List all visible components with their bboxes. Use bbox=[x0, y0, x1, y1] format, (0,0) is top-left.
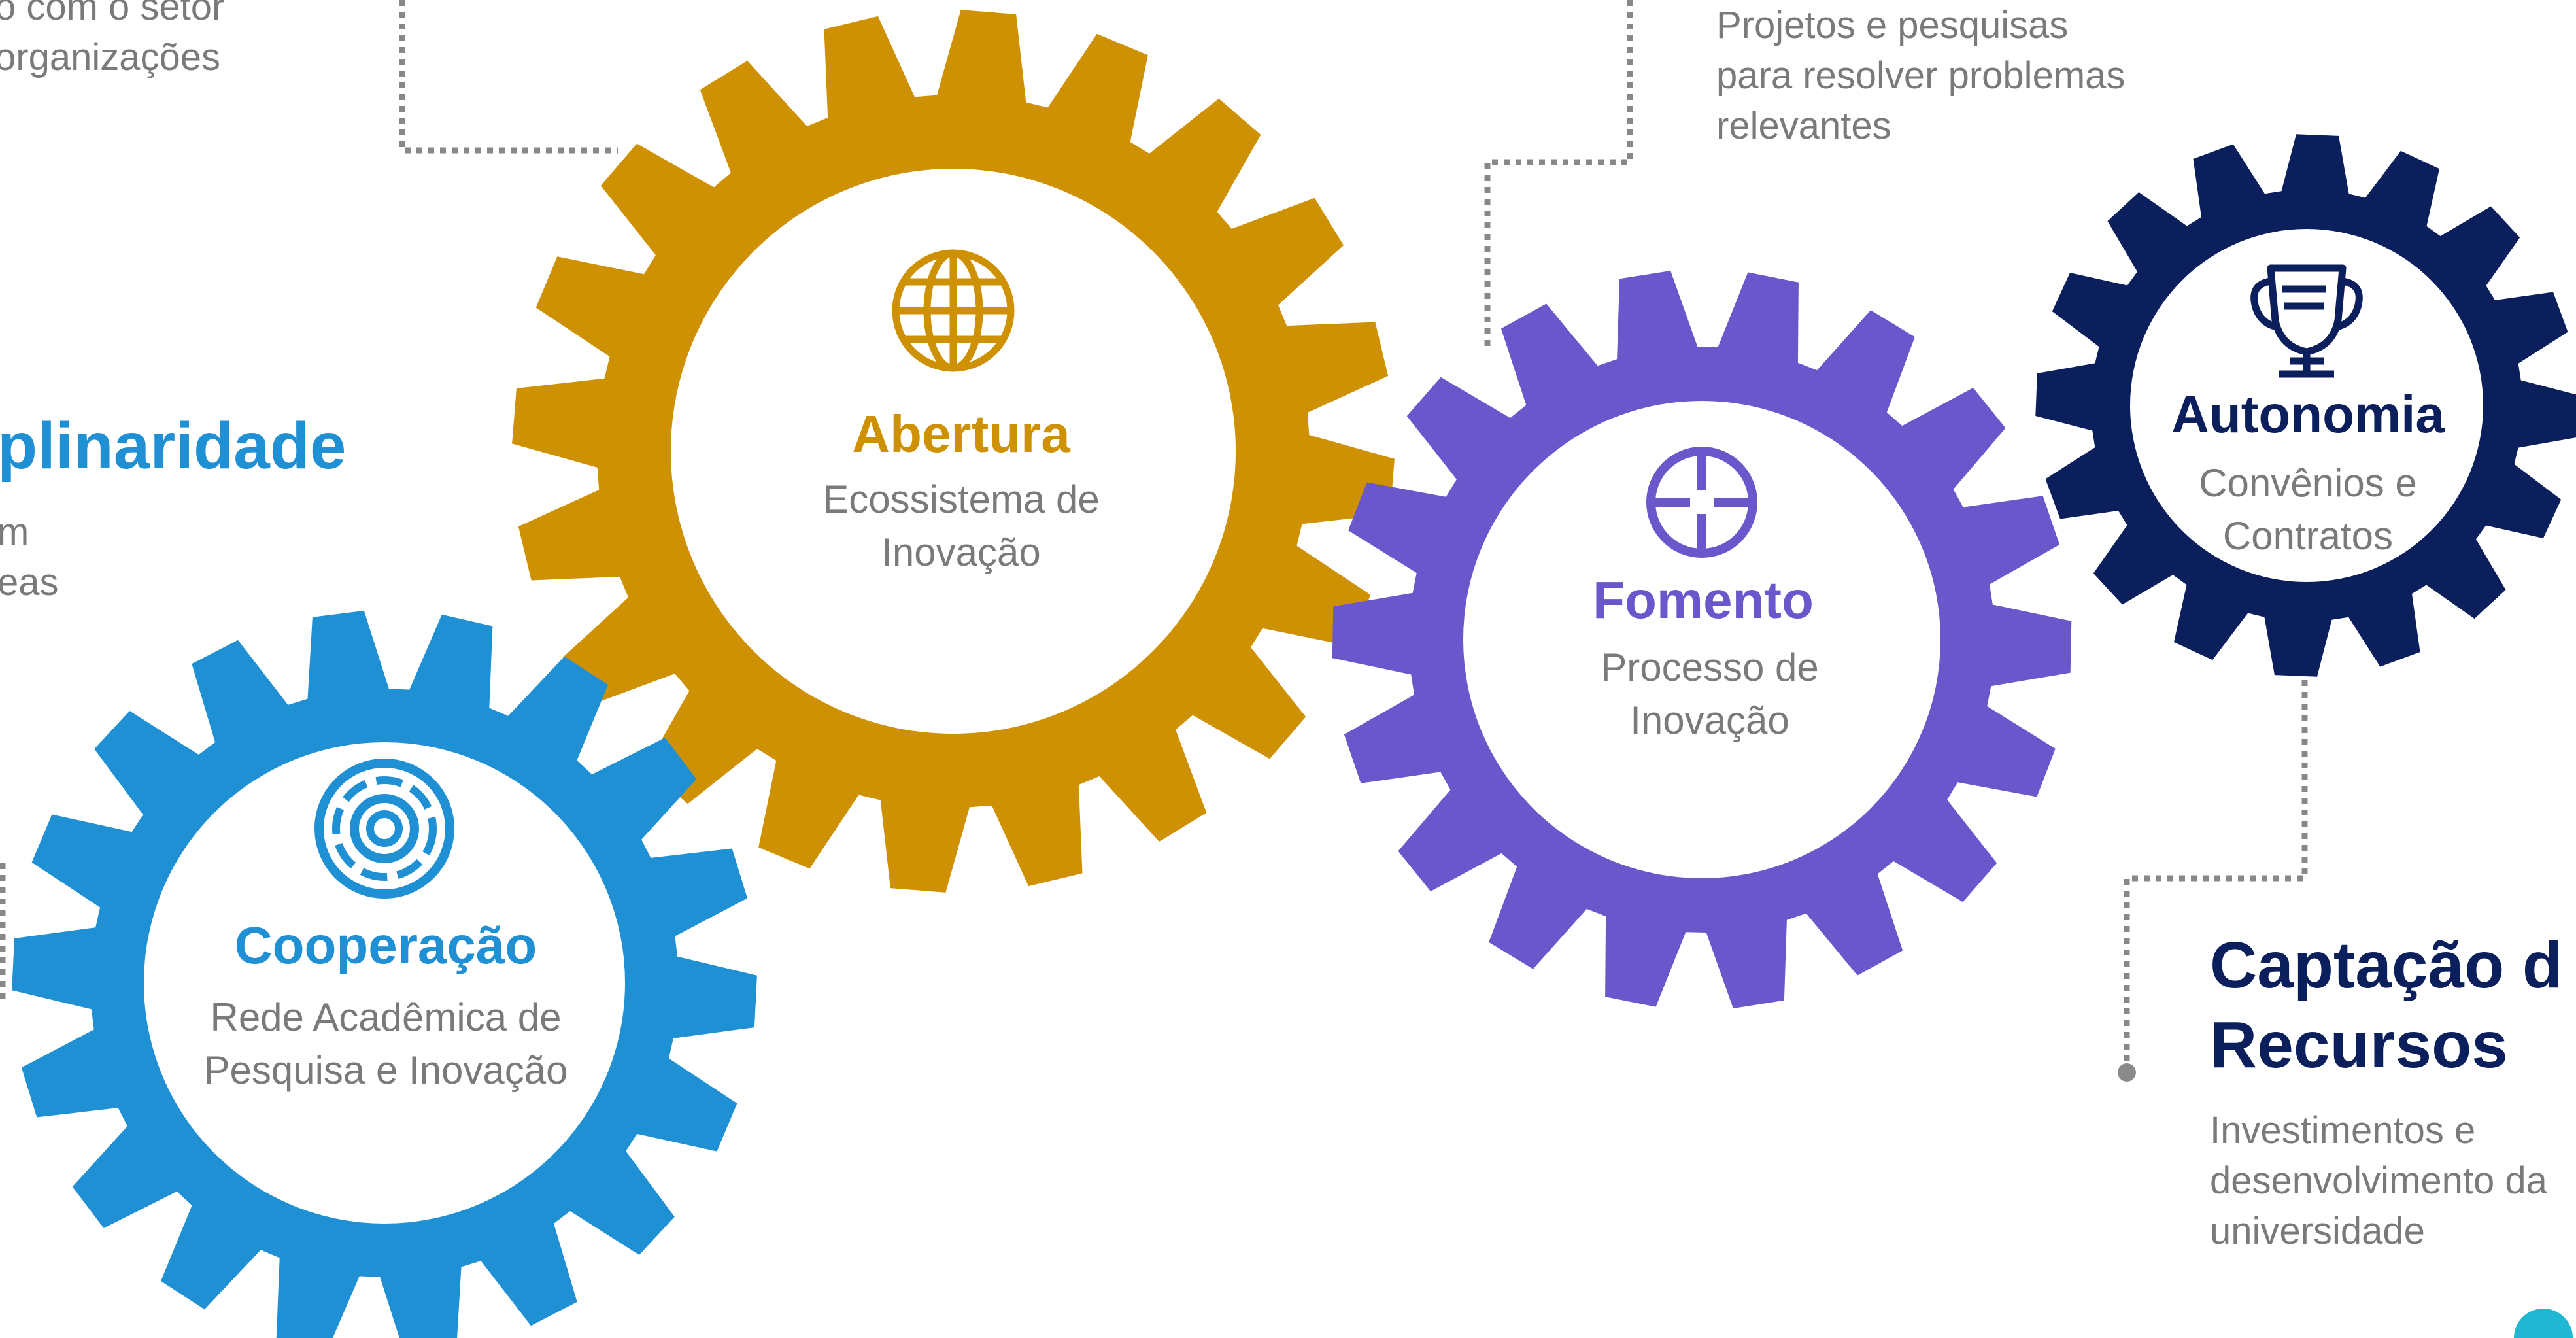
captacao-title: Captação d Recursos bbox=[2210, 925, 2562, 1085]
top-left-description: o com o setor organizações bbox=[0, 0, 224, 82]
target-circle-icon bbox=[314, 759, 454, 899]
gear-subtitle-cooperacao: Rede Acadêmica de Pesquisa e Inovação bbox=[170, 991, 602, 1097]
gear-subtitle-abertura: Ecossistema de Inovação bbox=[771, 473, 1151, 579]
left-heading: plinaridade bbox=[0, 409, 347, 483]
gear-cooperacao bbox=[12, 610, 757, 1338]
text-line: desenvolvimento da bbox=[2210, 1159, 2547, 1203]
connector-dot bbox=[2118, 1063, 2136, 1082]
text-line: o com o setor bbox=[0, 0, 225, 28]
gear-fomento bbox=[1332, 271, 2072, 1008]
subtitle-line: Inovação bbox=[881, 530, 1041, 574]
gear-subtitle-fomento: Processo de Inovação bbox=[1540, 641, 1880, 747]
top-right-description: Projetos e pesquisas para resolver probl… bbox=[1716, 0, 2125, 151]
text-line: relevantes bbox=[1716, 105, 1891, 148]
gear-subtitle-autonomia: Convênios e Contratos bbox=[2151, 456, 2465, 562]
subtitle-line: Rede Acadêmica de bbox=[210, 995, 562, 1039]
text-line: organizações bbox=[0, 36, 220, 79]
text-line: Investimentos e bbox=[2210, 1109, 2476, 1152]
connector-top-right bbox=[1484, 0, 1633, 350]
crosshair-icon bbox=[1646, 447, 1757, 558]
globe-icon bbox=[892, 249, 1015, 372]
subtitle-line: Inovação bbox=[1630, 698, 1789, 742]
left-description: m eas bbox=[0, 507, 59, 608]
subtitle-line: Processo de bbox=[1601, 645, 1819, 689]
trophy-icon bbox=[2250, 264, 2363, 378]
corner-accent-circle bbox=[2514, 1309, 2573, 1338]
text-line: Projetos e pesquisas bbox=[1716, 4, 2069, 46]
gear-title-fomento: Fomento bbox=[1593, 571, 1814, 629]
gear-abertura bbox=[512, 10, 1395, 893]
connector-top-left bbox=[399, 0, 618, 154]
captacao-description: Investimentos e desenvolvimento da unive… bbox=[2210, 1105, 2547, 1256]
title-line: Recursos bbox=[2210, 1008, 2508, 1082]
title-line: Captação d bbox=[2210, 929, 2563, 1002]
gear-title-autonomia: Autonomia bbox=[2171, 385, 2445, 443]
subtitle-line: Contratos bbox=[2222, 514, 2394, 558]
subtitle-line: Pesquisa e Inovação bbox=[203, 1048, 568, 1092]
subtitle-line: Convênios e bbox=[2199, 461, 2417, 505]
connector-captacao bbox=[2124, 680, 2308, 1072]
connector-lines bbox=[0, 0, 2308, 1072]
gear-title-cooperacao: Cooperação bbox=[234, 916, 537, 974]
gear-autonomia bbox=[2035, 134, 2576, 677]
text-line: para resolver problemas bbox=[1716, 54, 2126, 97]
text-line: eas bbox=[0, 561, 59, 604]
gear-title-abertura: Abertura bbox=[852, 405, 1070, 463]
subtitle-line: Ecossistema de bbox=[822, 477, 1100, 521]
text-line: m bbox=[0, 511, 29, 553]
text-line: universidade bbox=[2210, 1210, 2425, 1253]
